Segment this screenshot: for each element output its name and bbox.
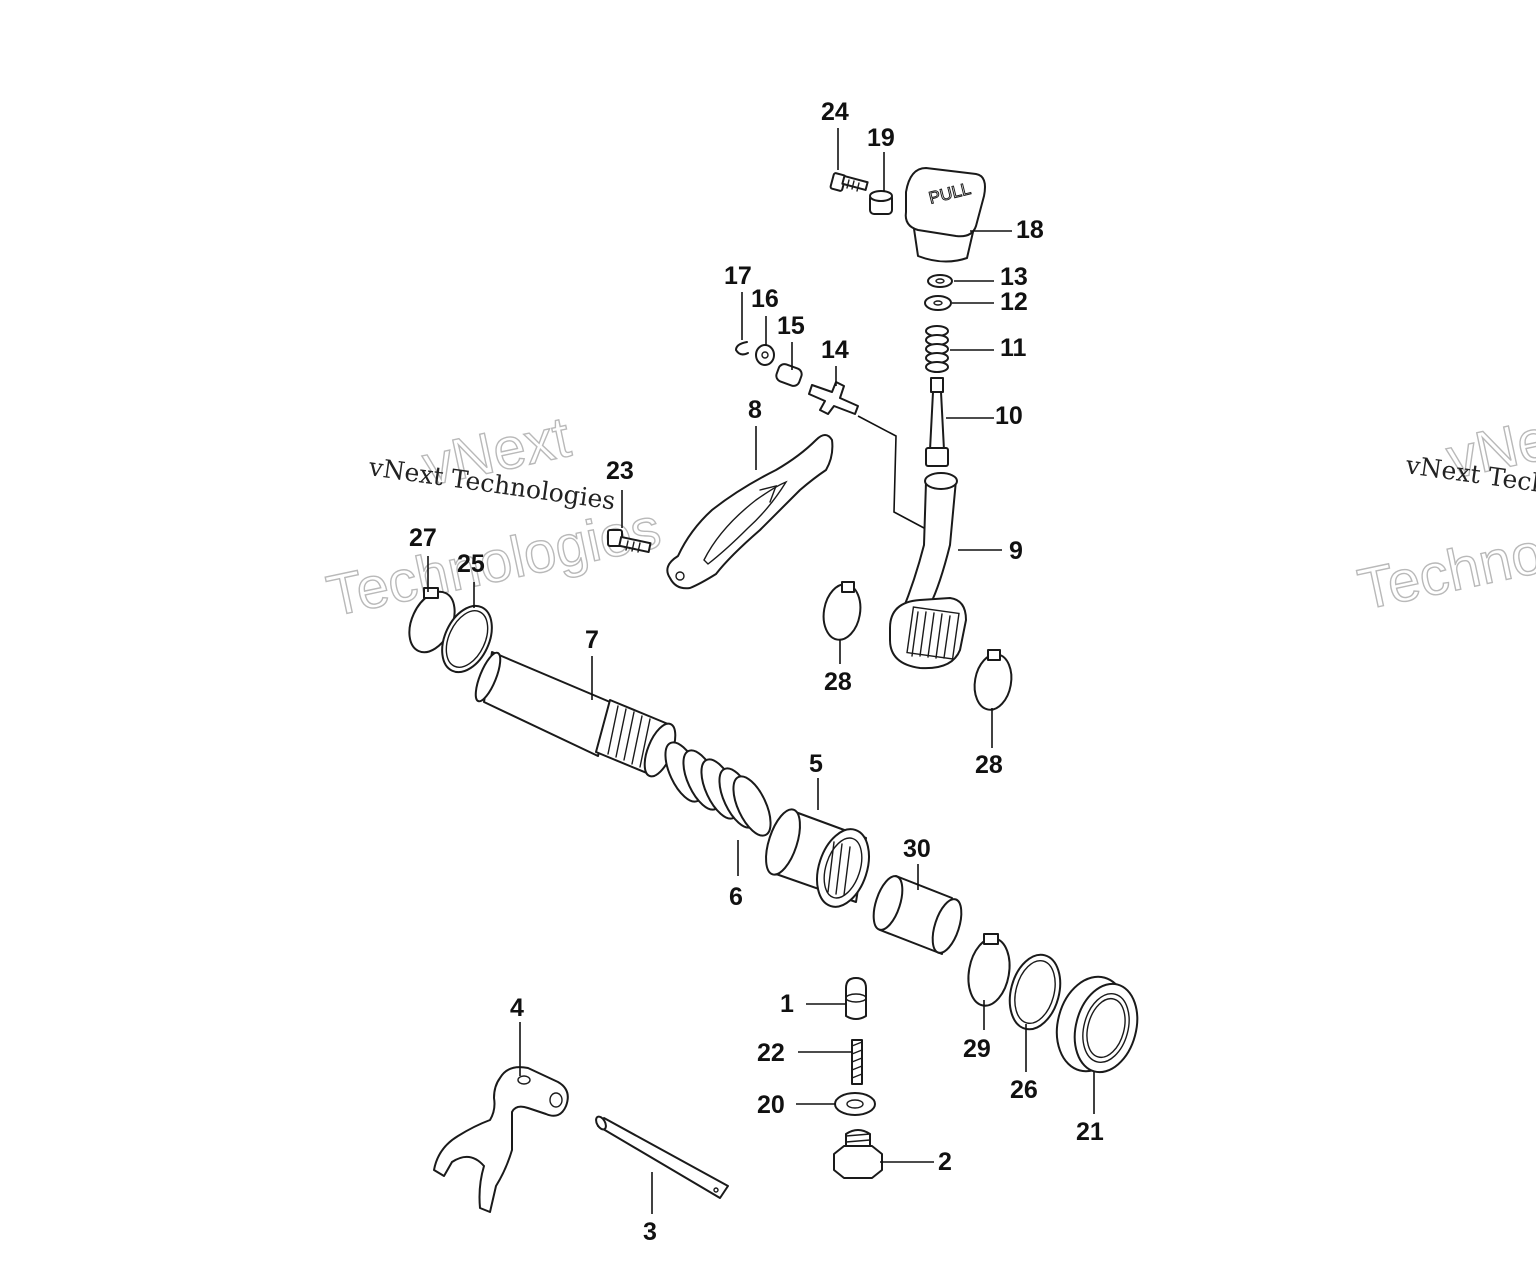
part-19-collar bbox=[869, 190, 893, 215]
callout-5: 5 bbox=[809, 750, 823, 778]
watermark-left: vNext Technologies vNext Technologies bbox=[321, 404, 667, 630]
callout-11: 11 bbox=[1000, 334, 1027, 362]
part-20-washer bbox=[834, 1092, 876, 1116]
part-21-oil-seal bbox=[1055, 975, 1139, 1074]
part-29-circlip bbox=[967, 933, 1011, 1007]
part-1-detent-ball bbox=[845, 977, 867, 1020]
callout-8: 8 bbox=[748, 396, 762, 424]
callout-6: 6 bbox=[729, 883, 743, 911]
callout-18: 18 bbox=[1016, 216, 1044, 244]
part-5-bearing bbox=[765, 808, 870, 908]
callout-27: 27 bbox=[409, 524, 437, 552]
part-24-bolt bbox=[829, 172, 869, 192]
part-28-circlip-upper bbox=[822, 581, 862, 641]
leader-lines bbox=[427, 128, 1095, 1214]
part-3-fork-shaft bbox=[595, 1115, 729, 1199]
callout-labels: 1 2 3 4 5 6 7 8 9 10 11 12 13 14 15 16 1… bbox=[409, 98, 1104, 1246]
callout-12: 12 bbox=[1000, 288, 1028, 316]
callout-23: 23 bbox=[606, 457, 634, 485]
callout-7: 7 bbox=[585, 626, 599, 654]
part-14-pin bbox=[808, 381, 859, 415]
part-17-e-clip bbox=[735, 341, 749, 356]
callout-24: 24 bbox=[821, 98, 849, 126]
callout-3: 3 bbox=[643, 1218, 657, 1246]
watermark-right: vNext Technologies vNext Technologies bbox=[1352, 396, 1536, 623]
callout-30: 30 bbox=[903, 835, 931, 863]
part-25-ring bbox=[441, 604, 493, 674]
callout-21: 21 bbox=[1076, 1118, 1104, 1146]
callout-17: 17 bbox=[724, 262, 752, 290]
callout-25: 25 bbox=[457, 550, 485, 578]
part-23-bolt bbox=[607, 529, 652, 554]
part-7-shift-shaft bbox=[474, 651, 677, 778]
part-30-bushing bbox=[872, 875, 963, 955]
part-8-shift-plate bbox=[666, 434, 834, 590]
part-26-ring bbox=[1008, 953, 1062, 1031]
part-6-spring bbox=[664, 741, 772, 837]
part-15-collar bbox=[775, 363, 803, 387]
callout-13: 13 bbox=[1000, 263, 1028, 291]
callout-28-upper: 28 bbox=[824, 668, 852, 696]
callout-20: 20 bbox=[757, 1091, 785, 1119]
part-9-shift-lever bbox=[889, 472, 967, 670]
callout-2: 2 bbox=[938, 1148, 952, 1176]
callout-19: 19 bbox=[867, 124, 895, 152]
callout-10: 10 bbox=[995, 402, 1023, 430]
callout-16: 16 bbox=[751, 285, 779, 313]
callout-4: 4 bbox=[510, 994, 524, 1022]
callout-1: 1 bbox=[780, 990, 794, 1018]
callout-22: 22 bbox=[757, 1039, 785, 1067]
callout-29: 29 bbox=[963, 1035, 991, 1063]
watermark-brand-line2: Technologies bbox=[321, 495, 666, 629]
part-11-spring bbox=[925, 325, 949, 373]
watermark-brand-line2-right: Technologies bbox=[1353, 489, 1536, 623]
part-2-plug bbox=[833, 1129, 883, 1179]
callout-9: 9 bbox=[1009, 537, 1023, 565]
callout-26: 26 bbox=[1010, 1076, 1038, 1104]
callout-28-lower: 28 bbox=[975, 751, 1003, 779]
part-22-spring bbox=[851, 1039, 863, 1085]
part-10-lever-pin bbox=[925, 377, 949, 467]
part-13-nut bbox=[927, 274, 953, 288]
part-4-shift-fork bbox=[433, 1066, 569, 1213]
part-16-washer bbox=[755, 344, 775, 366]
part-28-circlip-lower bbox=[973, 649, 1013, 711]
part-12-washer bbox=[924, 295, 952, 311]
part-18-knob: PULL bbox=[904, 167, 986, 263]
callout-14: 14 bbox=[821, 336, 849, 364]
callout-15: 15 bbox=[777, 312, 805, 340]
